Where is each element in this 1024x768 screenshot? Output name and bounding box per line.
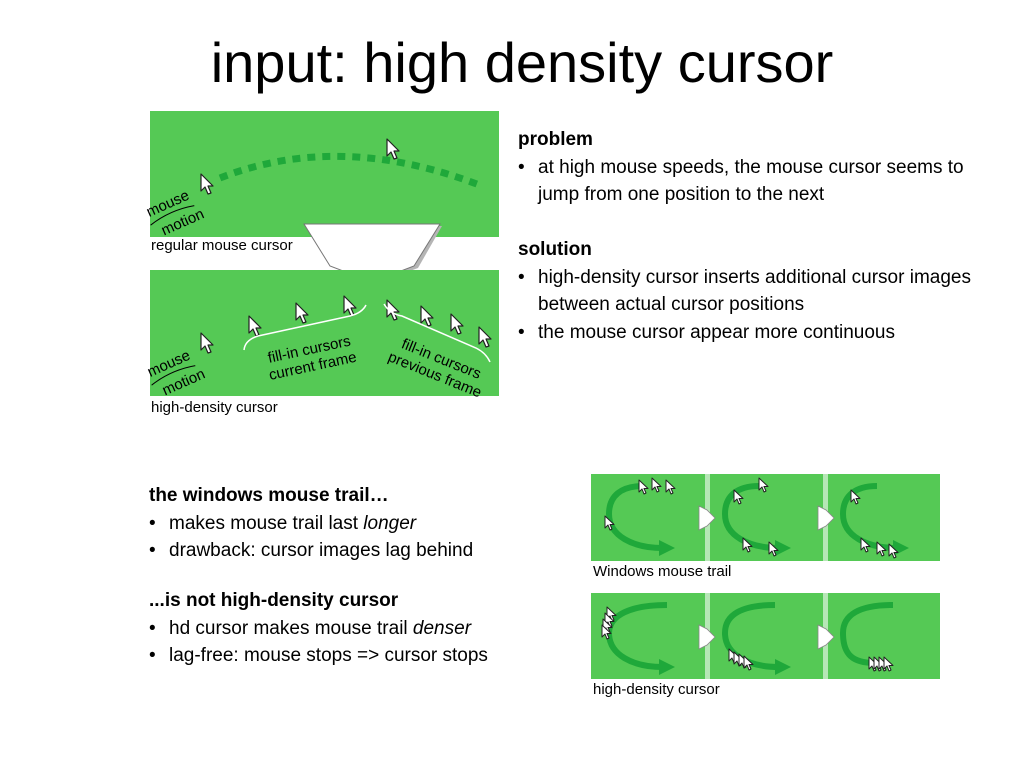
cursor-icon	[450, 313, 464, 335]
frame-arrow	[698, 505, 716, 531]
cursor-icon	[478, 326, 492, 348]
not-hd-bullet: hd cursor makes mouse trail denser	[149, 615, 589, 643]
hd-cursor-icons	[200, 295, 492, 363]
dotted-motion-path	[218, 152, 484, 190]
mouse-motion-label: mouse motion	[144, 346, 208, 400]
not-hd-heading: ...is not high-density cursor	[149, 590, 399, 611]
solution-bullet: the mouse cursor appear more continuous	[518, 319, 988, 347]
windows-trail-frames	[604, 477, 909, 559]
regular-cursor-dots	[200, 138, 484, 195]
cursor-icon	[343, 295, 357, 317]
trail-bullet: makes mouse trail last longer	[149, 510, 589, 538]
hd-frame-2	[721, 602, 791, 675]
problem-solution-text: problem at high mouse speeds, the mouse …	[518, 126, 988, 346]
mouse-motion-label: mouse motion	[143, 186, 207, 240]
trail-heading: the windows mouse trail…	[149, 485, 389, 506]
cursor-icon	[200, 332, 214, 354]
cursor-icon	[386, 138, 400, 160]
hd-cursor-caption: high-density cursor	[151, 399, 278, 416]
solution-bullet: high-density cursor inserts additional c…	[518, 264, 988, 319]
frame-arrow	[817, 624, 835, 650]
windows-trail-caption: Windows mouse trail	[593, 563, 732, 580]
trail-frame-2	[721, 477, 791, 557]
merge-arrow	[303, 223, 442, 283]
trail-frame-3	[839, 483, 909, 559]
frame-arrow	[817, 505, 835, 531]
not-hd-bullet: lag-free: mouse stops => cursor stops	[149, 642, 589, 670]
solution-heading: solution	[518, 239, 592, 260]
regular-cursor-caption: regular mouse cursor	[151, 237, 293, 254]
slide-title: input: high density cursor	[210, 31, 834, 94]
cursor-icon	[248, 315, 262, 337]
problem-bullet: at high mouse speeds, the mouse cursor s…	[518, 154, 988, 209]
problem-heading: problem	[518, 129, 593, 150]
hd-strip-caption: high-density cursor	[593, 681, 720, 698]
not-hd-text: ...is not high-density cursor hd cursor …	[149, 587, 589, 670]
trail-frame-1	[604, 477, 676, 556]
trail-bullet: drawback: cursor images lag behind	[149, 537, 589, 565]
hd-frame-1	[601, 602, 675, 675]
motion-underline	[151, 365, 196, 386]
hd-strip-frames	[601, 602, 894, 675]
cursor-icon	[295, 302, 309, 324]
hd-frame-3	[839, 602, 894, 672]
motion-underline	[150, 205, 195, 226]
cursor-icon	[200, 173, 214, 195]
frame-arrow	[698, 624, 716, 650]
trail-text: the windows mouse trail… makes mouse tra…	[149, 482, 589, 565]
cursor-icon	[420, 305, 434, 327]
brace-previous	[383, 303, 491, 363]
brace-current	[243, 304, 367, 351]
